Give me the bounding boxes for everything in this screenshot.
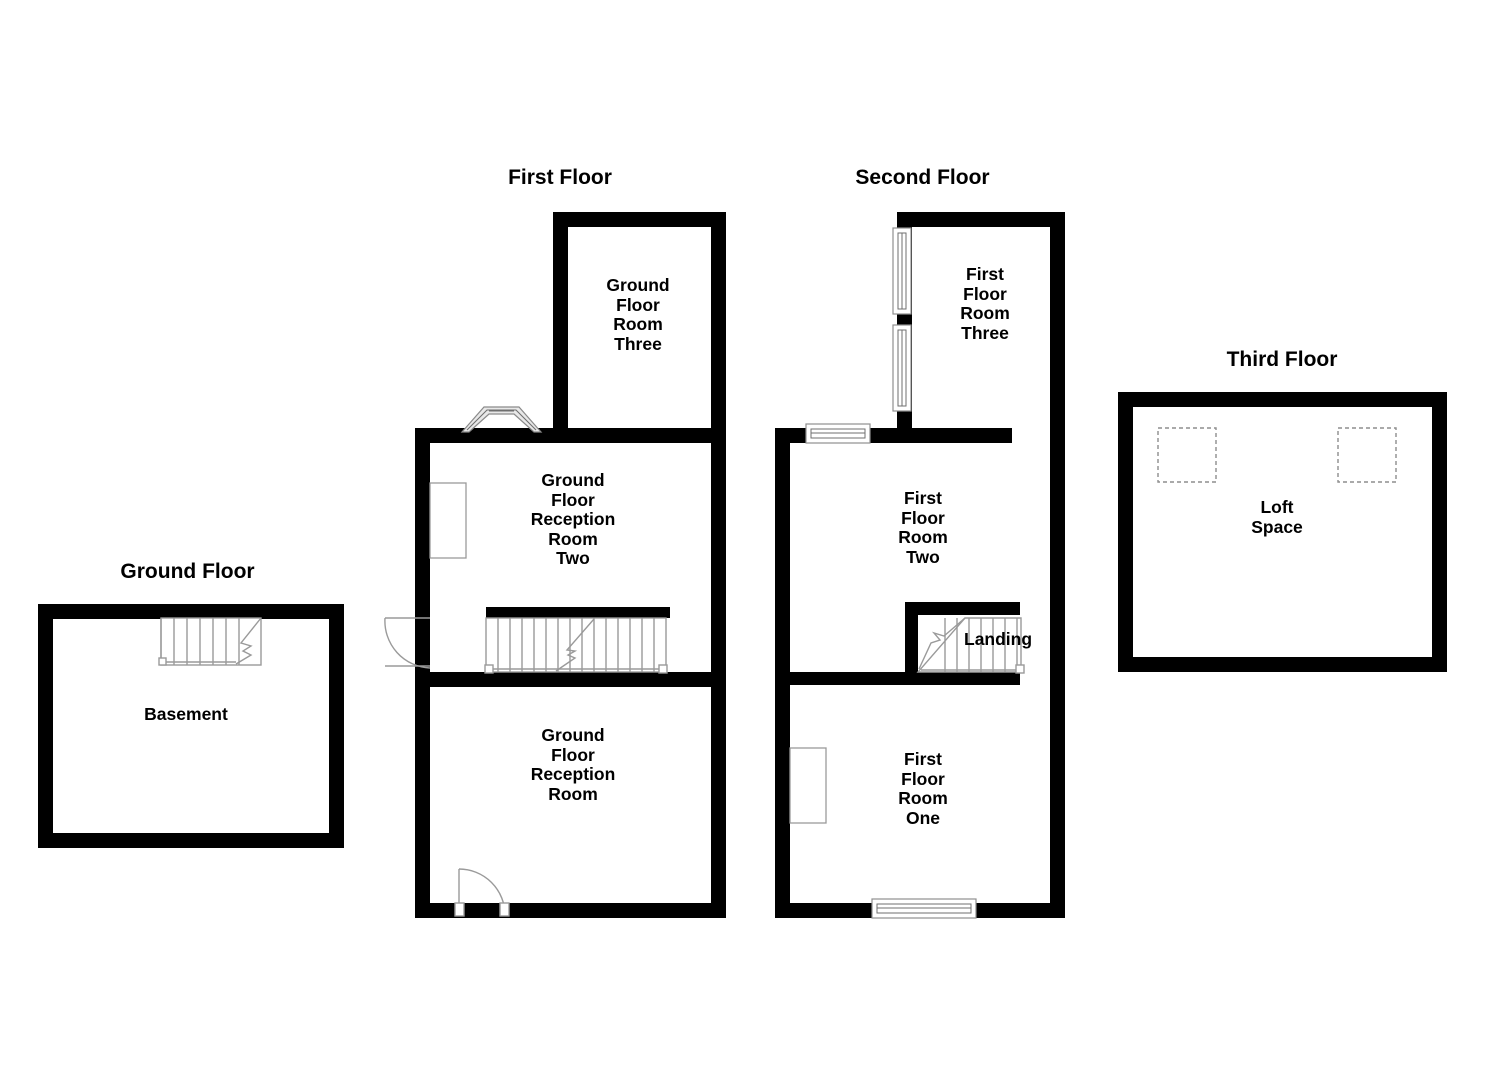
room-label-ground-floor-room-three: Ground Floor Room Three bbox=[606, 275, 670, 354]
first-floor-outline bbox=[415, 212, 726, 918]
room-label-basement: Basement bbox=[144, 704, 228, 724]
room-label-first-floor-room-two: First Floor Room Two bbox=[898, 488, 948, 567]
basement-staircase-icon bbox=[158, 617, 262, 666]
floor-title-ground-floor: Ground Floor bbox=[120, 560, 255, 583]
side-door-swing-icon bbox=[384, 617, 431, 669]
chimney-breast-ff-room-one bbox=[789, 747, 827, 824]
window-left-lower-icon bbox=[892, 324, 912, 412]
room-label-loft-space: Loft Space bbox=[1251, 497, 1303, 537]
second-floor-internal-wall-upper bbox=[897, 428, 1012, 443]
landing-staircase-icon bbox=[916, 617, 1025, 674]
roof-light-left-icon bbox=[1157, 427, 1217, 483]
landing-top-wall bbox=[905, 602, 1020, 615]
room-label-first-floor-room-one: First Floor Room One bbox=[898, 749, 948, 828]
landing-left-wall bbox=[905, 602, 918, 675]
floor-title-second-floor: Second Floor bbox=[855, 166, 990, 189]
first-floor-internal-wall-lower bbox=[430, 672, 711, 687]
floor-title-first-floor: First Floor bbox=[508, 166, 612, 189]
chimney-breast-reception-two bbox=[429, 482, 467, 559]
second-floor-internal-wall-lower bbox=[790, 672, 1020, 685]
room-label-first-floor-room-three: First Floor Room Three bbox=[960, 264, 1010, 343]
window-rear-icon bbox=[805, 423, 871, 444]
window-front-icon bbox=[871, 898, 977, 919]
entrance-door-swing-icon bbox=[454, 868, 510, 917]
bay-window-icon bbox=[460, 406, 543, 433]
room-label-landing: Landing bbox=[964, 629, 1033, 649]
first-floor-staircase-icon bbox=[484, 617, 668, 674]
floor-title-third-floor: Third Floor bbox=[1226, 348, 1338, 371]
room-label-ground-floor-reception-room-two: Ground Floor Reception Room Two bbox=[530, 470, 616, 568]
first-floor-stair-head-wall bbox=[486, 607, 670, 618]
second-floor-outline bbox=[775, 212, 1065, 918]
window-left-upper-icon bbox=[892, 227, 912, 315]
first-floor-internal-wall-upper bbox=[553, 428, 711, 443]
roof-light-right-icon bbox=[1337, 427, 1397, 483]
room-label-ground-floor-reception-room: Ground Floor Reception Room bbox=[530, 725, 616, 804]
